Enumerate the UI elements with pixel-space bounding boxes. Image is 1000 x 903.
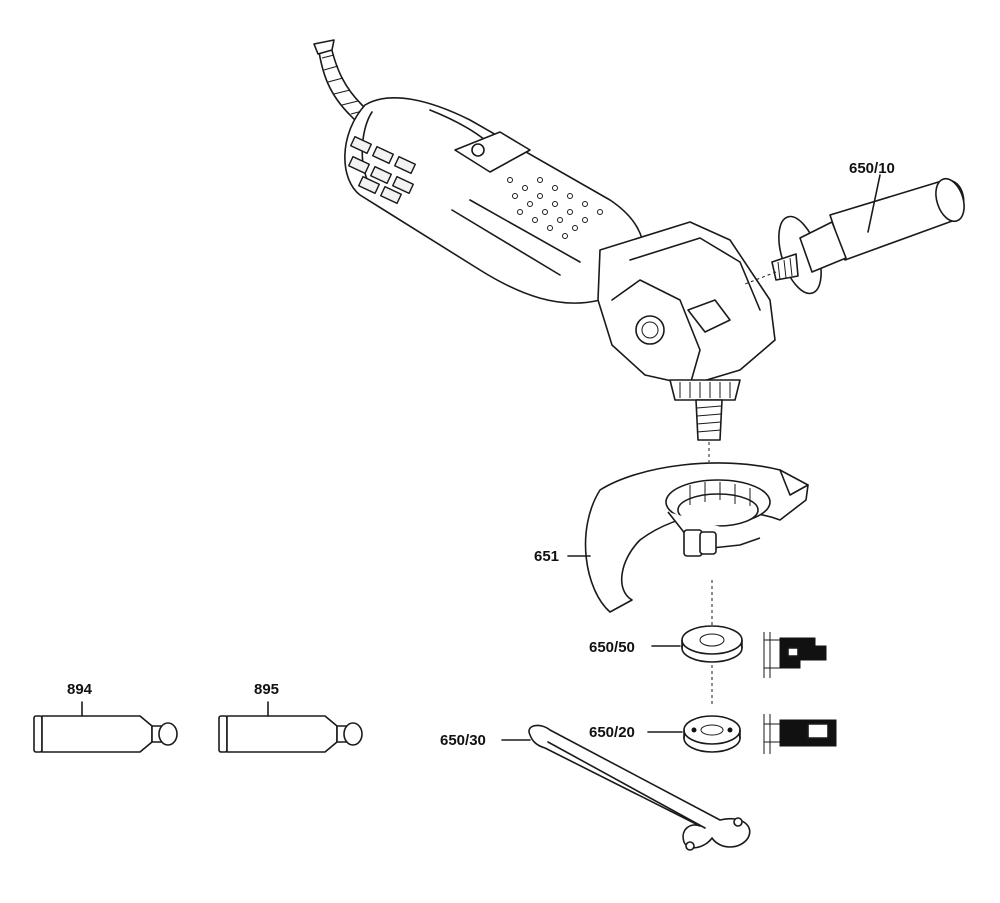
mounting-flange bbox=[651, 625, 827, 678]
nut-section-view bbox=[763, 714, 837, 754]
label-grease-tube-894: 894 bbox=[67, 681, 93, 698]
gear-head bbox=[597, 221, 776, 441]
spanner-wrench bbox=[501, 724, 751, 851]
label-side-handle: 650/10 bbox=[849, 160, 895, 177]
wheel-guard bbox=[567, 462, 809, 613]
grease-tube-895 bbox=[218, 701, 363, 753]
label-mounting-flange: 650/50 bbox=[589, 639, 635, 656]
grease-tube-894 bbox=[33, 701, 178, 753]
label-spanner: 650/30 bbox=[440, 732, 486, 749]
cooling-vents bbox=[348, 135, 416, 205]
flange-section-view bbox=[763, 632, 827, 678]
clamping-nut bbox=[647, 714, 837, 754]
label-clamping-nut: 650/20 bbox=[589, 724, 635, 741]
switch-slide bbox=[454, 131, 531, 173]
grip-texture bbox=[507, 177, 603, 239]
side-handle bbox=[744, 174, 965, 295]
spindle-lock-button bbox=[687, 299, 731, 333]
grinder-housing bbox=[344, 97, 645, 304]
label-guard: 651 bbox=[534, 548, 560, 565]
label-grease-tube-895: 895 bbox=[254, 681, 280, 698]
